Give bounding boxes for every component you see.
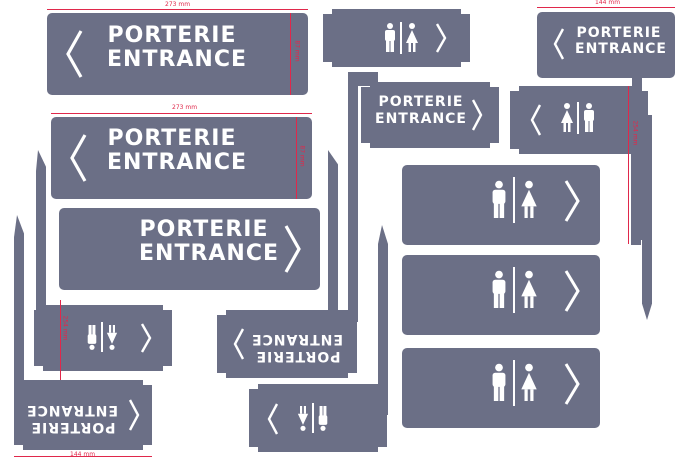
sign-text-line1: PORTERIE	[107, 23, 237, 48]
chevron-right-icon	[564, 363, 580, 405]
dim-width-273-top: 273 mm	[165, 1, 191, 8]
sign-text-line2: ENTRANCE	[107, 150, 247, 175]
chevron-right-icon	[471, 98, 483, 132]
chevron-right-icon	[233, 327, 245, 361]
man-icon	[582, 103, 596, 133]
gender-divider-icon	[101, 322, 103, 352]
woman-icon	[521, 363, 537, 401]
dim-line-width-small	[537, 7, 675, 8]
sign-restroom-top	[323, 9, 470, 67]
dim-line-height-right	[628, 86, 629, 244]
gender-divider-icon	[513, 360, 515, 406]
sign-text-line2: ENTRANCE	[575, 41, 667, 57]
chevron-left-icon	[553, 28, 565, 60]
sign-restroom-right-small	[510, 86, 648, 154]
sign-restroom-large-2	[402, 255, 600, 335]
man-icon	[317, 404, 329, 432]
gender-divider-icon	[577, 102, 579, 134]
sign-text-line1: PORTERIE	[139, 217, 269, 242]
dim-height-254-left: 254 mm	[61, 315, 69, 341]
dim-line-width-2	[51, 113, 312, 114]
sign-text-line2: ENTRANCE	[251, 331, 343, 347]
sign-text-line1: PORTERIE	[107, 126, 237, 151]
chevron-right-icon	[564, 270, 580, 312]
chevron-right-icon	[435, 22, 447, 54]
stake-mid-1	[328, 150, 338, 330]
man-icon	[492, 363, 506, 401]
sign-entrance-mid: PORTERIE ENTRANCE	[361, 82, 499, 148]
chevron-left-icon	[70, 134, 87, 182]
dim-line-height-left	[60, 300, 61, 380]
dim-line-height	[290, 13, 291, 95]
woman-icon	[297, 404, 309, 432]
sign-restroom-large-1	[402, 165, 600, 245]
sign-text-line2: ENTRANCE	[375, 111, 467, 127]
stake-left-1	[36, 150, 46, 360]
sign-entrance-left-3: PORTERIE ENTRANCE	[59, 208, 320, 290]
dim-height-87-mid: 87 mm	[298, 145, 306, 167]
dim-width-144-top: 144 mm	[595, 0, 621, 6]
gender-divider-icon	[400, 22, 402, 54]
woman-icon	[521, 270, 537, 308]
sign-restroom-large-3	[402, 348, 600, 428]
chevron-right-icon	[284, 225, 301, 273]
gender-divider-icon	[312, 403, 314, 433]
stake-mid-3	[378, 225, 388, 415]
sign-text-line1: PORTERIE	[378, 94, 464, 110]
sign-restroom-bottom-mid	[249, 384, 387, 452]
chevron-left-icon	[128, 398, 140, 432]
sign-text-line1: PORTERIE	[576, 25, 662, 41]
sign-text-line2: ENTRANCE	[107, 47, 247, 72]
woman-icon	[405, 23, 419, 53]
woman-icon	[560, 103, 574, 133]
sign-entrance-top-right: PORTERIE ENTRANCE	[537, 12, 675, 78]
flipped-content: PORTERIE ENTRANCE	[14, 380, 152, 450]
chevron-left-icon	[530, 103, 542, 137]
chevron-left-icon	[267, 402, 279, 436]
man-icon	[86, 323, 98, 351]
sign-entrance-mid-flipped: PORTERIE ENTRANCE	[217, 310, 357, 378]
sign-text-line2: ENTRANCE	[139, 241, 279, 266]
flipped-content: PORTERIE ENTRANCE	[217, 310, 357, 378]
chevron-left-icon	[66, 30, 83, 78]
sign-text-line1: PORTERIE	[255, 348, 341, 364]
man-icon	[492, 180, 506, 218]
dim-height-254-right: 254 mm	[631, 120, 639, 146]
gender-divider-icon	[513, 267, 515, 313]
man-icon	[383, 23, 397, 53]
woman-icon	[106, 323, 118, 351]
dim-width-273-mid: 273 mm	[172, 104, 198, 111]
sign-restroom-left-small	[34, 305, 172, 371]
dim-line-height-2	[296, 117, 297, 199]
dim-line-width-bottom	[14, 456, 152, 457]
sign-entrance-top-left: PORTERIE ENTRANCE	[47, 13, 308, 95]
woman-icon	[521, 180, 537, 218]
stake-upright-mid	[348, 72, 358, 322]
dim-width-144-bottom: 144 mm	[70, 451, 96, 458]
sign-entrance-bottom-left-flipped: PORTERIE ENTRANCE	[14, 380, 152, 450]
sign-text-line1: PORTERIE	[30, 419, 116, 435]
sign-text-line2: ENTRANCE	[26, 402, 118, 418]
sign-entrance-left-2: PORTERIE ENTRANCE	[51, 117, 312, 199]
stake-right-3	[631, 150, 641, 245]
stake-right-2	[642, 115, 652, 320]
man-icon	[492, 270, 506, 308]
stake-left-2	[14, 215, 24, 400]
dim-line-width	[47, 9, 308, 10]
gender-divider-icon	[513, 177, 515, 223]
dim-height-87-top: 87 mm	[293, 40, 301, 62]
chevron-right-icon	[564, 180, 580, 222]
chevron-right-icon	[140, 322, 152, 354]
